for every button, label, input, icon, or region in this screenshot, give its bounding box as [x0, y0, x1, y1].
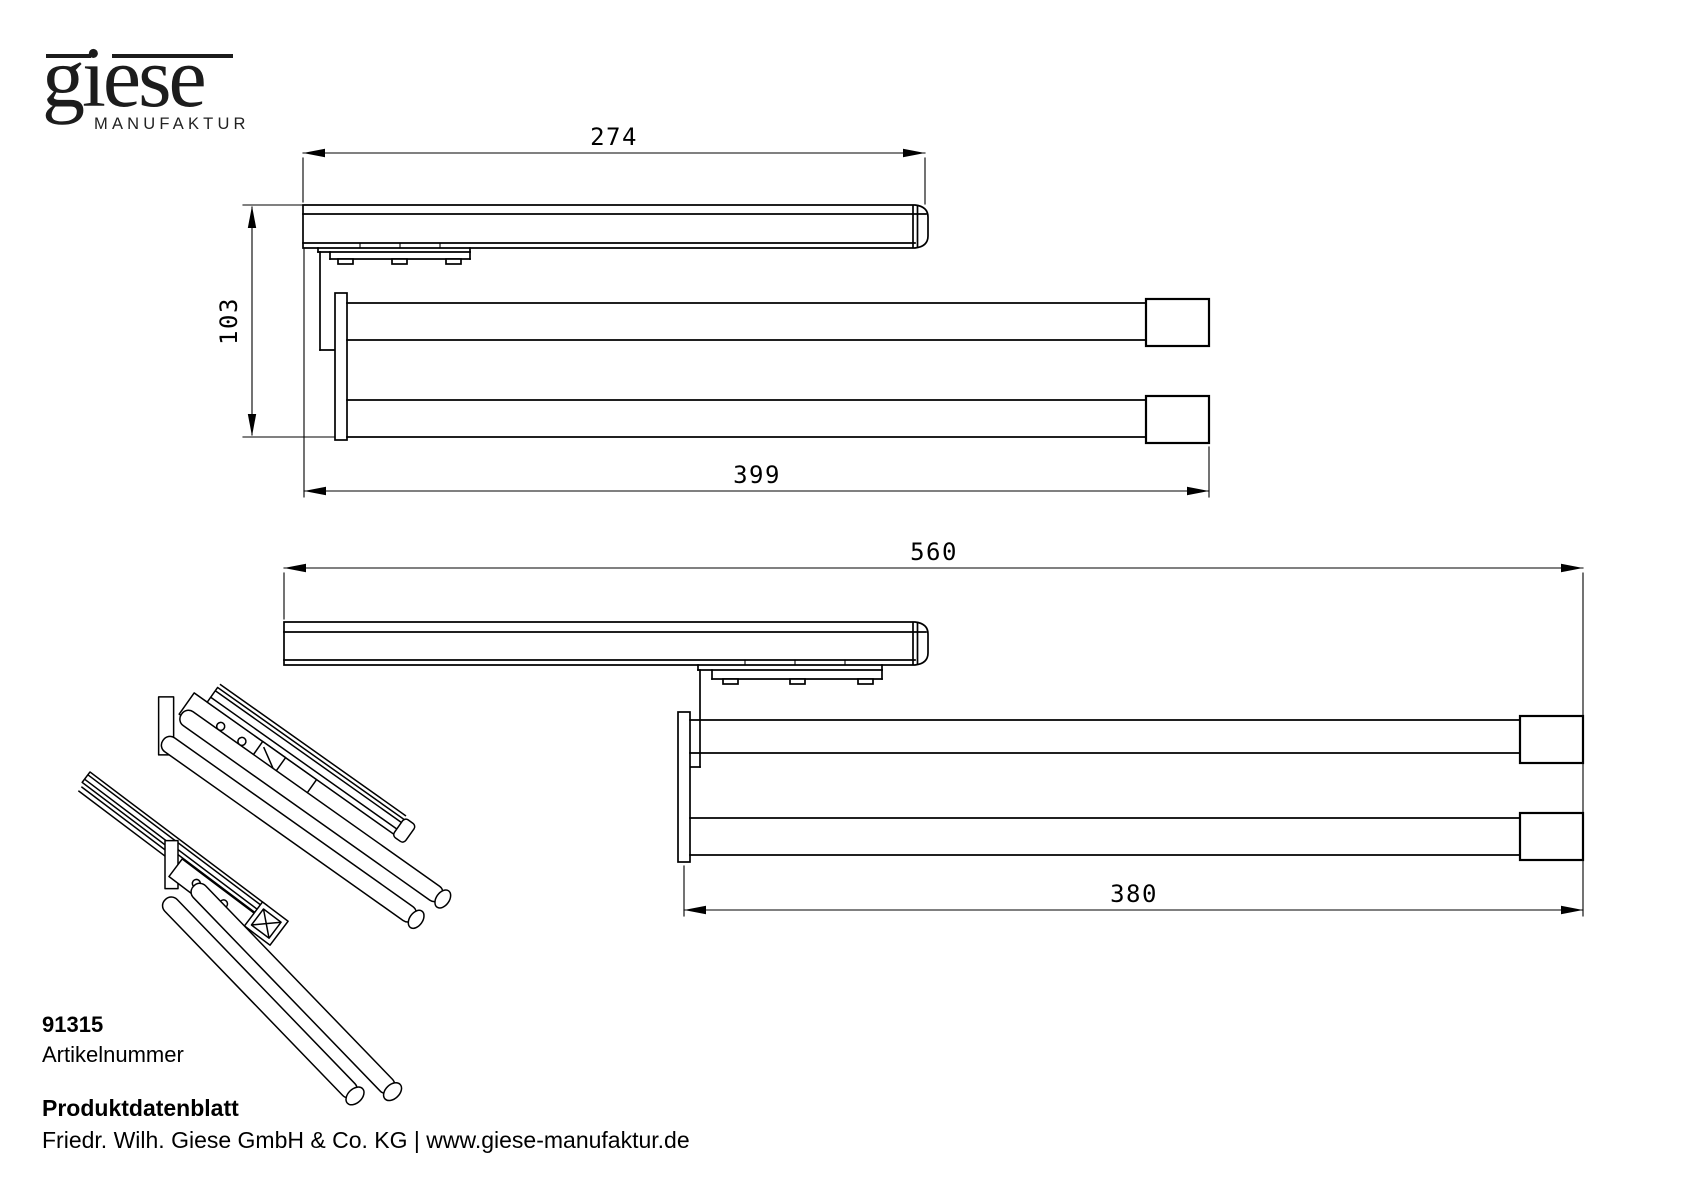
dim-399-label: 399: [733, 461, 781, 489]
dim-103: [242, 204, 337, 438]
brand-tagline: MANUFAKTUR: [94, 115, 250, 133]
brand-name: giese: [42, 29, 207, 125]
pivot-post-retracted: [334, 292, 348, 441]
iso-assembly-extended: [77, 771, 403, 1106]
dim-380-label: 380: [1110, 880, 1158, 908]
dim-399: [303, 446, 1210, 498]
dim-103-label: 103: [215, 297, 243, 345]
document-type: Produktdatenblatt: [42, 1095, 239, 1121]
extended-view-drawing: 560: [283, 538, 1585, 917]
isometric-view: [77, 683, 452, 1106]
brand-logo: giese MANUFAKTUR: [40, 22, 300, 142]
shelf-profile-retracted: [302, 204, 929, 249]
dim-380: [683, 865, 1584, 917]
dim-560-label: 560: [910, 538, 958, 566]
dim-274: [302, 148, 926, 205]
dim-560: [283, 563, 1584, 917]
slide-bracket-extended: [689, 664, 883, 768]
iso-assembly-retracted: [157, 683, 452, 930]
towel-rails-retracted: [346, 297, 1211, 445]
logo-overline-left: [46, 54, 91, 58]
shelf-profile-extended: [283, 621, 929, 666]
logo-overline-right: [112, 54, 233, 58]
dim-274-label: 274: [590, 123, 638, 151]
pivot-post-extended: [677, 711, 691, 863]
company-footer-line: Friedr. Wilh. Giese GmbH & Co. KG | www.…: [42, 1127, 690, 1153]
retracted-view-drawing: 274 103: [215, 123, 1211, 498]
article-number-label: Artikelnummer: [42, 1042, 184, 1067]
article-number: 91315: [42, 1012, 104, 1037]
towel-rails-extended: [689, 714, 1585, 862]
slide-bracket-retracted: [317, 247, 471, 351]
